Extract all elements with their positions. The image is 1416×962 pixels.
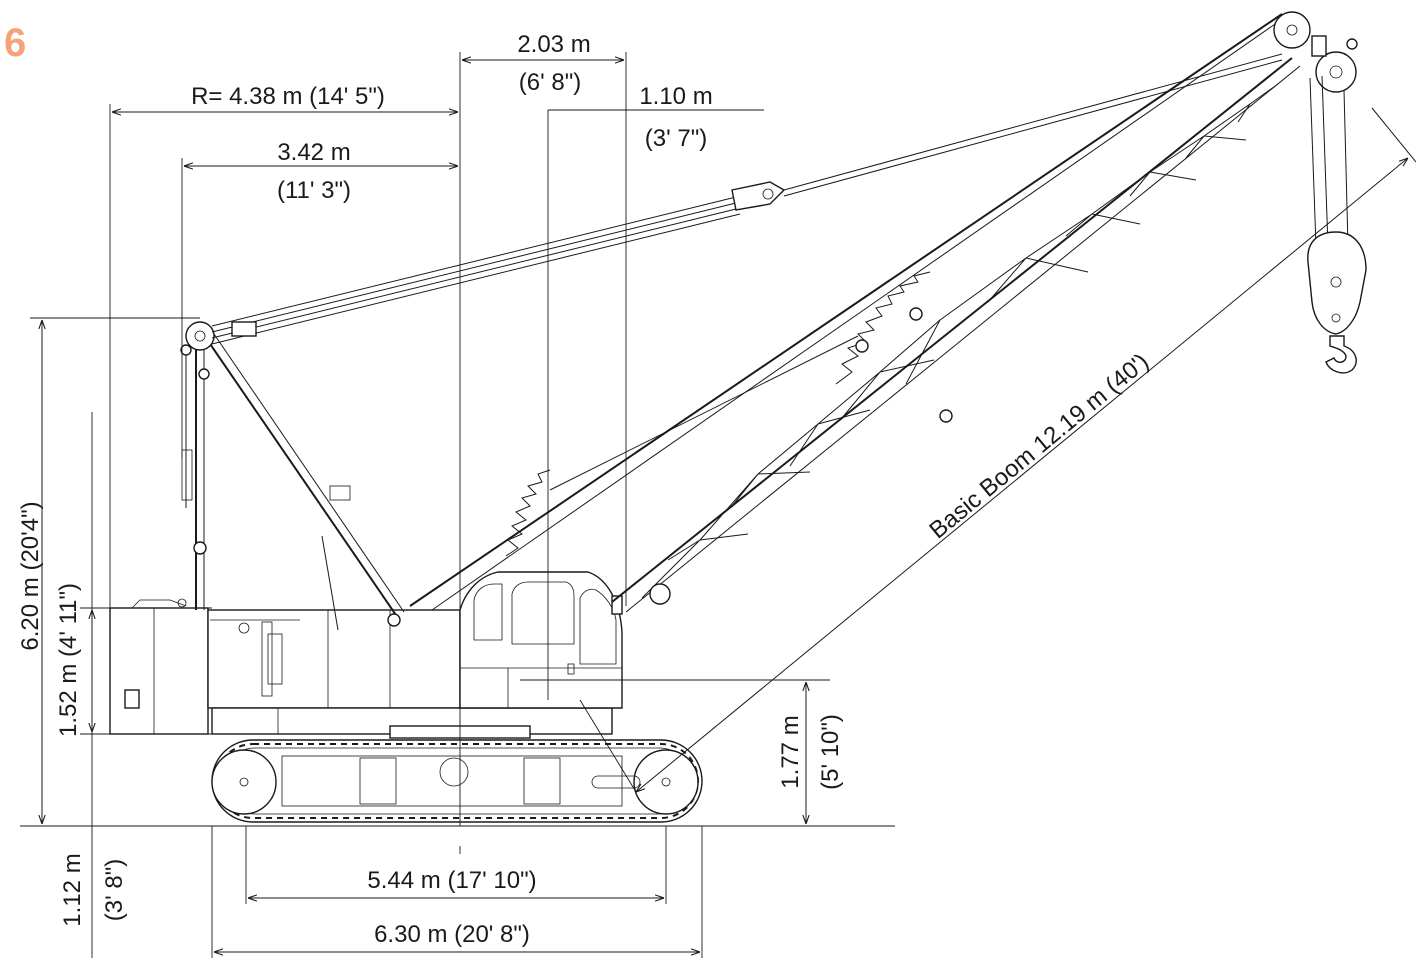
height-177-ft-label: (5' 10") xyxy=(817,714,844,790)
height-177-m-label: 1.77 m xyxy=(777,715,804,788)
height-112-ft-label: (3' 8") xyxy=(101,859,128,921)
boom xyxy=(409,11,1358,613)
boom-length-label: Basic Boom 12.19 m (40') xyxy=(924,348,1154,544)
crawler-track xyxy=(211,739,703,823)
dim-110-ft: (3' 7") xyxy=(645,125,707,152)
dim-203-ft: (6' 8") xyxy=(519,69,581,96)
dim-342-ft: (11' 3") xyxy=(277,177,351,204)
gantry xyxy=(180,321,405,631)
crane-illustration xyxy=(109,11,1416,823)
track-544-label: 5.44 m (17' 10") xyxy=(367,867,536,894)
track-630-label: 6.30 m (20' 8") xyxy=(374,921,530,948)
page-number: 6 xyxy=(4,21,26,65)
dim-110-m: 1.10 m xyxy=(639,83,712,110)
dim-203-m: 2.03 m xyxy=(517,31,590,58)
height-total-label: 6.20 m (20'4") xyxy=(17,501,44,650)
pendant-ropes xyxy=(211,53,1283,557)
machinery-house xyxy=(207,609,613,739)
hook-block xyxy=(1307,75,1416,374)
dim-342-m: 3.42 m xyxy=(277,139,350,166)
height-112-m-label: 1.12 m xyxy=(59,853,86,926)
dimension-lines xyxy=(30,52,1408,958)
operator-cab xyxy=(459,571,623,709)
height-152-label: 1.52 m (4' 11") xyxy=(55,583,82,737)
counterweight xyxy=(109,598,209,735)
radius-label: R= 4.38 m (14' 5") xyxy=(191,83,385,110)
